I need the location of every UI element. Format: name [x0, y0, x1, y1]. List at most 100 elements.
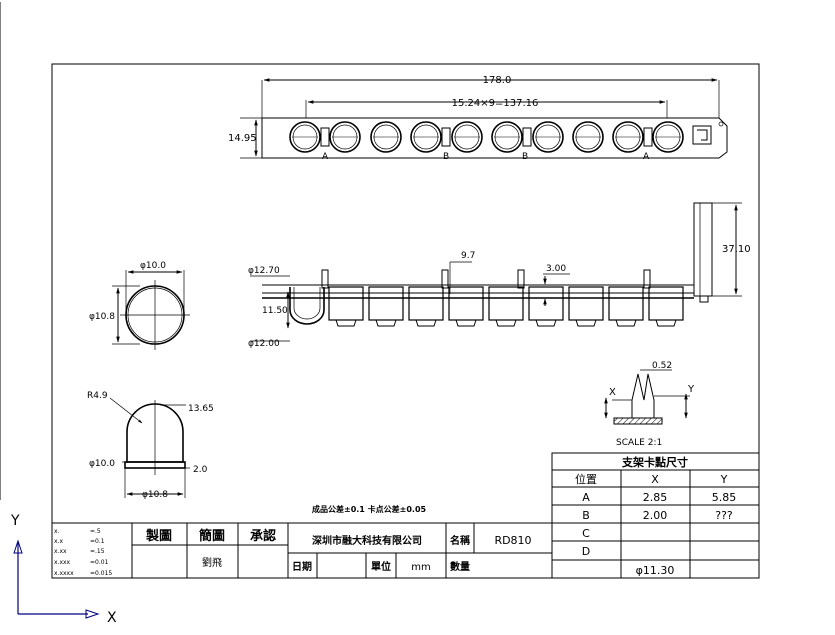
front-cup-base: [575, 319, 597, 327]
front-cup-base: [615, 319, 637, 327]
strip-led-circle: [451, 121, 483, 153]
date-label: 日期: [292, 560, 312, 573]
dim-clip-offset: 9.7: [461, 251, 475, 261]
front-cup-base: [535, 319, 557, 327]
drawn-label: 製圖: [145, 528, 172, 544]
front-cup-base: [655, 319, 677, 327]
part-name: RD810: [494, 534, 531, 547]
dim-bottom-dia: φ12.00: [248, 339, 280, 349]
front-cup: [568, 286, 604, 321]
strip-top-view: 178.0 15.24×9=137.16 14.95 A B B A: [228, 75, 728, 162]
strip-led-circles: [289, 121, 684, 153]
tol-val: =.15: [90, 548, 105, 555]
approved-label: 承認: [250, 528, 276, 544]
dim-stand-height: 37.10: [722, 244, 751, 255]
dim-led-flange-dia: φ10.8: [142, 490, 168, 500]
strip-end-tab: [692, 125, 712, 145]
pad-table-header: X: [651, 473, 659, 486]
end-stand: [693, 202, 713, 297]
ucs-axis-icon: Y X: [10, 513, 117, 626]
pad-cell: D: [582, 545, 590, 558]
strip-clip-pad: [441, 127, 451, 147]
pad-cell: 2.00: [643, 509, 668, 522]
strip-letter-a1: A: [322, 152, 329, 162]
detail-label-x: X: [609, 387, 616, 398]
tolerance-note: 成品公差±0.1 卡点公差±0.05: [312, 504, 427, 514]
front-cup-base: [335, 319, 357, 327]
pad-table-header: 位置: [575, 472, 597, 486]
strip-led-circle: [289, 121, 321, 153]
dim-led-base: φ10.0: [89, 459, 115, 469]
front-cup: [528, 286, 564, 321]
pad-cell: C: [582, 527, 590, 540]
dim-pitch-span: 15.24×9=137.16: [452, 98, 539, 109]
strip-led-circle: [532, 121, 564, 153]
dim-clip-gap: 3.00: [546, 264, 566, 274]
strip-led-circle: [652, 121, 684, 153]
dim-circle-top: φ10.0: [140, 261, 166, 271]
tol-key: x.xxxx: [54, 570, 74, 577]
tol-key: x.xx: [54, 548, 67, 555]
dim-top-dia: φ12.70: [248, 266, 280, 276]
dim-led-radius: R4.9: [87, 391, 108, 401]
strip-led-circle: [410, 121, 442, 153]
front-cup: [488, 286, 524, 321]
tol-key: x.xxx: [54, 559, 71, 566]
tol-val: =0.1: [90, 538, 105, 545]
clip-post: [321, 269, 329, 289]
pad-cell: 5.85: [712, 491, 737, 504]
scale-detail: X Y 0.52 SCALE 2:1: [604, 361, 695, 448]
front-cup-section: [289, 287, 325, 325]
clip-post: [517, 269, 525, 289]
tol-val: =.5: [90, 528, 101, 535]
pad-cell: ???: [715, 509, 733, 522]
pad-cell: A: [582, 491, 590, 504]
front-cup-base: [415, 319, 437, 327]
company-name: 深圳市融大科技有限公司: [312, 534, 422, 547]
front-cup: [448, 286, 484, 321]
checked-label: 簡圖: [198, 528, 225, 544]
dim-circle-side: φ10.8: [89, 312, 115, 322]
unit-value: mm: [411, 562, 430, 573]
strip-led-circle: [572, 121, 604, 153]
tol-val: =0.01: [90, 559, 109, 566]
dim-cup-height: 11.50: [262, 306, 288, 316]
tol-val: =0.015: [90, 570, 112, 577]
axis-y-label: Y: [10, 513, 20, 529]
front-cup: [408, 286, 444, 321]
front-cup-base: [495, 319, 517, 327]
tol-key: x.x: [54, 538, 63, 545]
title-block: 製圖 簡圖 承認 劉飛 深圳市融大科技有限公司 名稱 RD810 日期 單位 m…: [51, 522, 553, 579]
dim-led-height: 13.65: [188, 404, 214, 414]
axis-x-label: X: [107, 610, 117, 626]
strip-front-view: 37.10 φ12.70 φ12.00 11.50 9.7 3.00: [248, 202, 751, 349]
pad-table-header: Y: [720, 473, 728, 486]
dim-overall-length: 178.0: [483, 75, 512, 86]
strip-led-circle: [370, 121, 402, 153]
dim-led-flange: 2.0: [193, 465, 208, 475]
strip-letter-b1: B: [443, 152, 449, 162]
strip-clip-pad: [643, 127, 653, 147]
tol-key: x.: [54, 528, 60, 535]
pad-cell: 2.85: [643, 491, 668, 504]
detail-label-y: Y: [687, 384, 695, 395]
qty-label: 數量: [450, 560, 470, 573]
dim-strip-height: 14.95: [228, 133, 257, 144]
circle-detail: φ10.0 φ10.8: [89, 261, 190, 350]
pad-table-footer: φ11.30: [636, 564, 675, 577]
strip-led-circle: [491, 121, 523, 153]
front-cup: [608, 286, 644, 321]
strip-led-circle: [612, 121, 644, 153]
strip-clip-pad: [320, 127, 330, 147]
front-cup-base: [455, 319, 477, 327]
scale-label: SCALE 2:1: [616, 438, 662, 448]
strip-letter-a2: A: [643, 152, 650, 162]
front-cup: [328, 286, 364, 321]
led-profile: R4.9 13.65 φ10.0 2.0 φ10.8: [87, 391, 214, 500]
front-cup-base: [375, 319, 397, 327]
pad-table-title: 支架卡點尺寸: [621, 455, 688, 469]
strip-led-circle: [329, 121, 361, 153]
front-cup-inner: [293, 287, 321, 320]
unit-label: 單位: [371, 560, 391, 573]
